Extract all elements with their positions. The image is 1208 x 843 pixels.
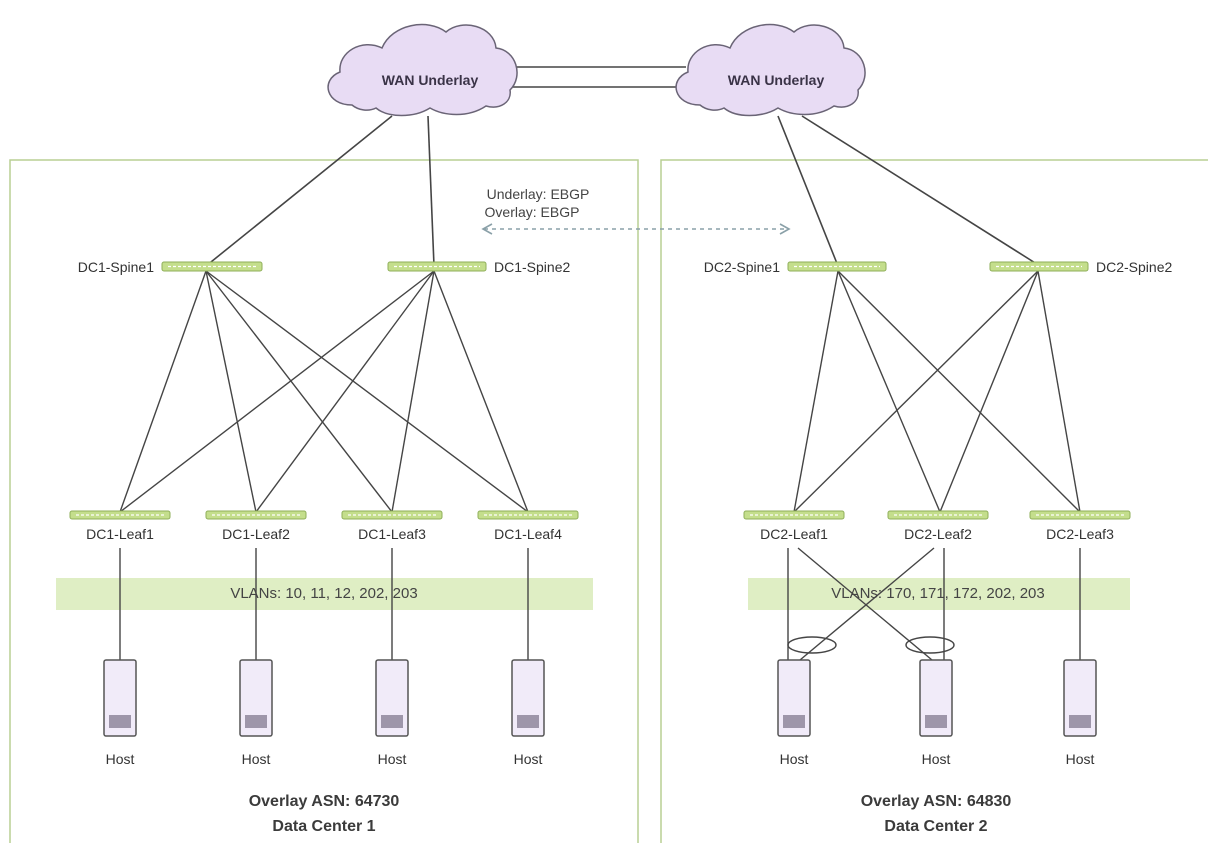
- underlay-protocol-label: Underlay: EBGP: [486, 186, 590, 202]
- dc1-host2-label: Host: [241, 751, 271, 767]
- dc1-vlans-label: VLANs: 10, 11, 12, 202, 203: [230, 585, 418, 602]
- dc1-frame: [9, 159, 639, 843]
- dc1-name-label: Data Center 1: [272, 818, 376, 835]
- dc2-host2-lag-ellipse: [905, 636, 955, 654]
- dc1-host2-server: [239, 659, 273, 737]
- dc1-leaf4-switch: [477, 510, 579, 520]
- dc2-frame: [660, 159, 1208, 843]
- dc2-leaf3-label: DC2-Leaf3: [1046, 526, 1114, 542]
- link-wan1-dc1spine2: [427, 115, 435, 267]
- dc2-leaf2-switch: [887, 510, 989, 520]
- dc2-leaf1-label: DC2-Leaf1: [760, 526, 828, 542]
- dc1-leaf3-label: DC1-Leaf3: [358, 526, 426, 542]
- dc1-leaf1-label: DC1-Leaf1: [86, 526, 154, 542]
- dc2-leaf2-label: DC2-Leaf2: [904, 526, 972, 542]
- dc2-spine1-label: DC2-Spine1: [703, 259, 780, 275]
- dc2-host2-label: Host: [921, 751, 951, 767]
- dc1-leaf1-switch: [69, 510, 171, 520]
- dc1-spine1-label: DC1-Spine1: [77, 259, 154, 275]
- overlay-protocol-label: Overlay: EBGP: [484, 204, 580, 220]
- dc1-leaf2-label: DC1-Leaf2: [222, 526, 290, 542]
- dc1-host3-label: Host: [377, 751, 407, 767]
- dc1-overlay-asn-label: Overlay ASN: 64730: [248, 793, 400, 810]
- dc2-spine1-switch: [787, 261, 887, 272]
- dc2-leaf1-switch: [743, 510, 845, 520]
- dc1-spine1-switch: [161, 261, 263, 272]
- dc1-leaf2-switch: [205, 510, 307, 520]
- dc1-host1-label: Host: [105, 751, 135, 767]
- dc2-host3-label: Host: [1065, 751, 1095, 767]
- dc1-host-links: [119, 548, 529, 660]
- dc2-vlan-band: [748, 578, 1130, 610]
- dc2-leaf3-switch: [1029, 510, 1131, 520]
- dc1-leaf4-label: DC1-Leaf4: [494, 526, 562, 542]
- dc1-host4-label: Host: [513, 751, 543, 767]
- wan-underlay-right-label: WAN Underlay: [727, 72, 825, 88]
- wan-cloud-right: [675, 23, 866, 117]
- dc2-spine2-switch: [989, 261, 1089, 272]
- dc1-spine2-label: DC1-Spine2: [494, 259, 571, 275]
- dc2-spine2-label: DC2-Spine2: [1096, 259, 1173, 275]
- dc1-vlan-band: [56, 578, 593, 610]
- dc2-host1-server: [777, 659, 811, 737]
- link-wan2-dc2spine2: [801, 115, 1041, 267]
- dc1-host3-server: [375, 659, 409, 737]
- link-wan2-dc2spine1: [777, 115, 839, 267]
- dc2-host3-server: [1063, 659, 1097, 737]
- dc2-vlans-label: VLANs: 170, 171, 172, 202, 203: [831, 585, 1045, 602]
- dc2-host1-lag-ellipse: [787, 636, 837, 654]
- dc1-host4-server: [511, 659, 545, 737]
- dc1-leaf3-switch: [341, 510, 443, 520]
- ebgp-peering-arrow: [481, 223, 791, 235]
- dc1-spine2-switch: [387, 261, 487, 272]
- dc1-fabric-links: [119, 270, 529, 513]
- dc1-host1-server: [103, 659, 137, 737]
- dc2-overlay-asn-label: Overlay ASN: 64830: [860, 793, 1012, 810]
- dc2-fabric-links: [793, 270, 1081, 513]
- dc2-name-label: Data Center 2: [884, 818, 988, 835]
- dc2-host2-server: [919, 659, 953, 737]
- wan-underlay-left-label: WAN Underlay: [381, 72, 479, 88]
- link-wan1-dc1spine1: [205, 115, 393, 267]
- dc2-host1-label: Host: [779, 751, 809, 767]
- wan-to-spine-links: [205, 115, 1041, 267]
- wan-cloud-left: [327, 23, 518, 117]
